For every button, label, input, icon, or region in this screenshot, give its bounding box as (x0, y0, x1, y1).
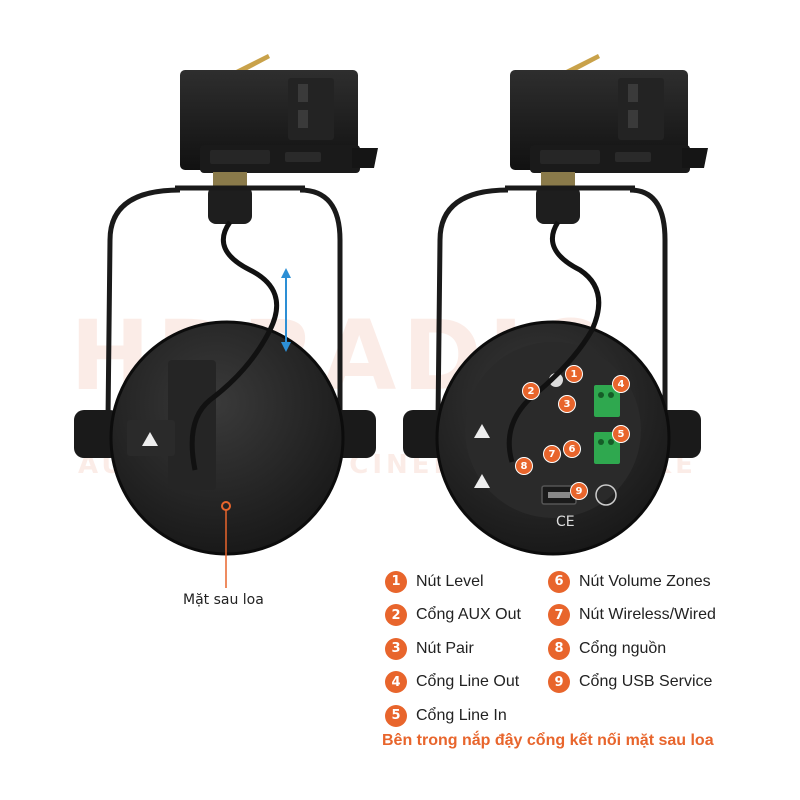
marker-2: 2 (522, 382, 540, 400)
track-adapter (180, 70, 378, 173)
cable-gland (208, 186, 252, 224)
legend-item: 2 Cổng AUX Out (385, 599, 521, 633)
legend-number-badge: 1 (385, 570, 407, 593)
marker-5: 5 (612, 425, 630, 443)
legend-number-badge: 6 (548, 570, 570, 593)
legend-item: 7 Nút Wireless/Wired (548, 599, 716, 633)
svg-text:CE: CE (556, 514, 575, 530)
legend-label: Nút Level (416, 572, 484, 590)
legend-number-badge: 2 (385, 604, 407, 627)
legend-number-badge: 9 (548, 671, 570, 694)
legend-item: 1 Nút Level (385, 565, 521, 599)
left-knob (74, 410, 120, 458)
legend-label: Nút Wireless/Wired (579, 606, 716, 624)
legend-label: Nút Pair (416, 639, 474, 657)
legend-label: Cổng Line In (416, 706, 507, 724)
right-speaker: CE (403, 54, 708, 556)
marker-9: 9 (570, 482, 588, 500)
legend-item: 6 Nút Volume Zones (548, 565, 716, 599)
legend-label: Nút Volume Zones (579, 572, 711, 590)
legend-number-badge: 4 (385, 671, 407, 694)
marker-3: 3 (558, 395, 576, 413)
marker-7: 7 (543, 445, 561, 463)
legend-column-1: 1 Nút Level 2 Cổng AUX Out 3 Nút Pair 4 … (385, 565, 521, 733)
legend-item: 5 Cổng Line In (385, 699, 521, 733)
legend-number-badge: 3 (385, 637, 407, 660)
marker-6: 6 (563, 440, 581, 458)
legend-label: Cổng AUX Out (416, 606, 521, 624)
legend-number-badge: 5 (385, 704, 407, 727)
legend-item: 3 Nút Pair (385, 632, 521, 666)
adjust-arrow (281, 268, 291, 352)
legend-item: 9 Cổng USB Service (548, 666, 716, 700)
marker-8: 8 (515, 457, 533, 475)
legend-column-2: 6 Nút Volume Zones 7 Nút Wireless/Wired … (548, 565, 716, 699)
footer-note: Bên trong nắp đậy cổng kết nối mặt sau l… (382, 732, 714, 749)
legend-label: Cổng USB Service (579, 673, 713, 691)
track-adapter-right (510, 70, 708, 173)
legend-label: Cổng Line Out (416, 673, 520, 691)
legend-item: 4 Cổng Line Out (385, 666, 521, 700)
left-speaker (74, 54, 378, 588)
legend-number-badge: 8 (548, 637, 570, 660)
legend-number-badge: 7 (548, 604, 570, 627)
stem-collar (213, 172, 247, 186)
legend-label: Cổng nguồn (579, 639, 667, 657)
marker-4: 4 (612, 375, 630, 393)
legend-item: 8 Cổng nguồn (548, 632, 716, 666)
rear-view-caption: Mặt sau loa (183, 592, 264, 608)
marker-1: 1 (565, 365, 583, 383)
